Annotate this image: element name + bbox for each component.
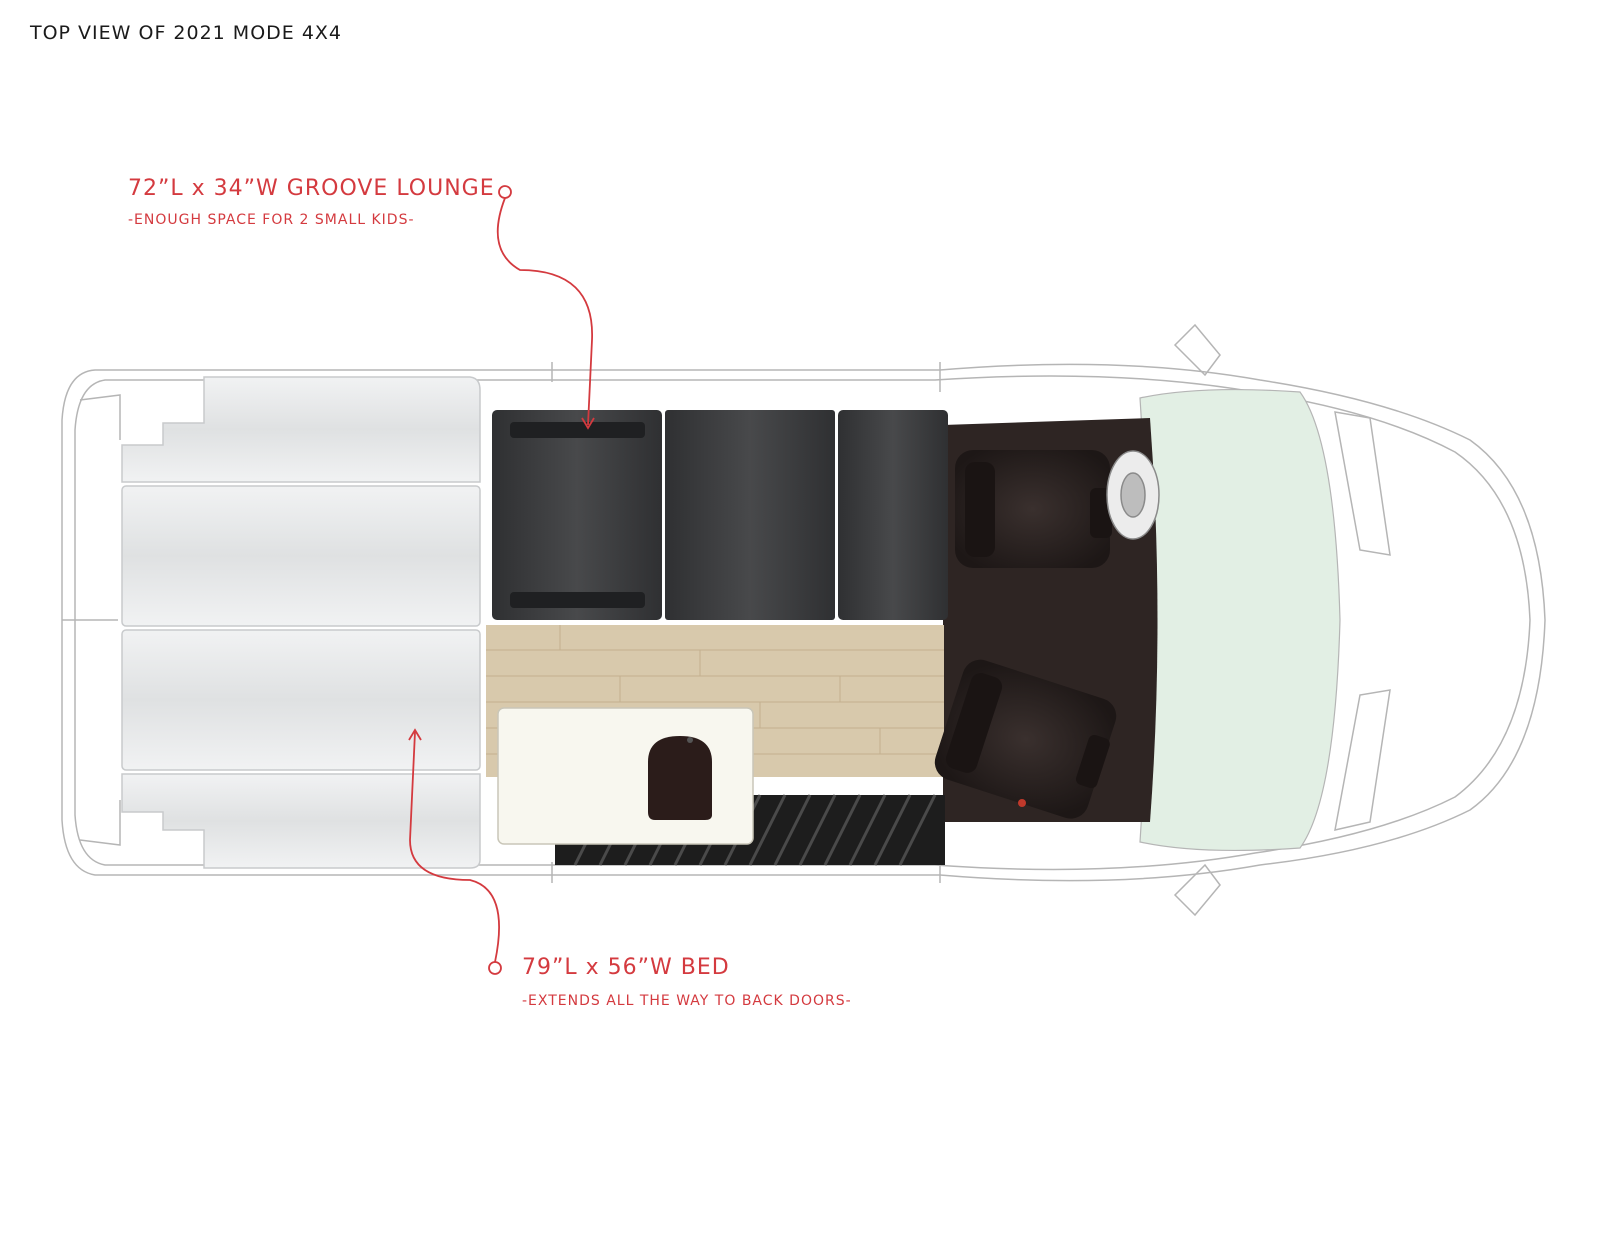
bed-callout-subtitle: -EXTENDS ALL THE WAY TO BACK DOORS- [522, 993, 852, 1009]
windshield [1139, 388, 1341, 852]
lounge-callout-line [496, 197, 593, 426]
bed-callout-dot [488, 961, 502, 975]
callout-connectors [408, 185, 595, 975]
mattress-panel-3 [121, 629, 481, 771]
bed-arrowhead [408, 728, 422, 741]
lounge-callout-title: 72”L x 34”W GROOVE LOUNGE [128, 176, 495, 201]
mattress-panel-2 [121, 485, 481, 627]
lounge-callout-subtitle: -ENOUGH SPACE FOR 2 SMALL KIDS- [128, 212, 415, 228]
bed-callout-title: 79”L x 56”W BED [522, 955, 730, 980]
lounge-callout-dot [498, 185, 512, 199]
lounge-arrowhead [581, 417, 595, 430]
mattress-panel-4 [121, 773, 481, 869]
sink [648, 736, 712, 820]
bed-callout-line [409, 731, 500, 963]
bed-mattress [121, 376, 481, 869]
seat-release [1018, 799, 1026, 807]
passenger-seat [934, 659, 1117, 819]
lounge-section-1 [492, 410, 662, 620]
lounge-section-2 [665, 410, 835, 620]
faucet [687, 737, 693, 743]
galley-counter [497, 707, 754, 845]
driver-seat [955, 450, 1112, 568]
lounge-armrest-top [510, 422, 645, 438]
lounge-section-3 [838, 410, 948, 620]
mattress-panel-1 [121, 376, 481, 483]
lounge-armrest-bottom [510, 592, 645, 608]
groove-lounge [492, 410, 948, 620]
page-title: TOP VIEW OF 2021 MODE 4X4 [30, 22, 343, 44]
steering-wheel [1106, 450, 1160, 540]
